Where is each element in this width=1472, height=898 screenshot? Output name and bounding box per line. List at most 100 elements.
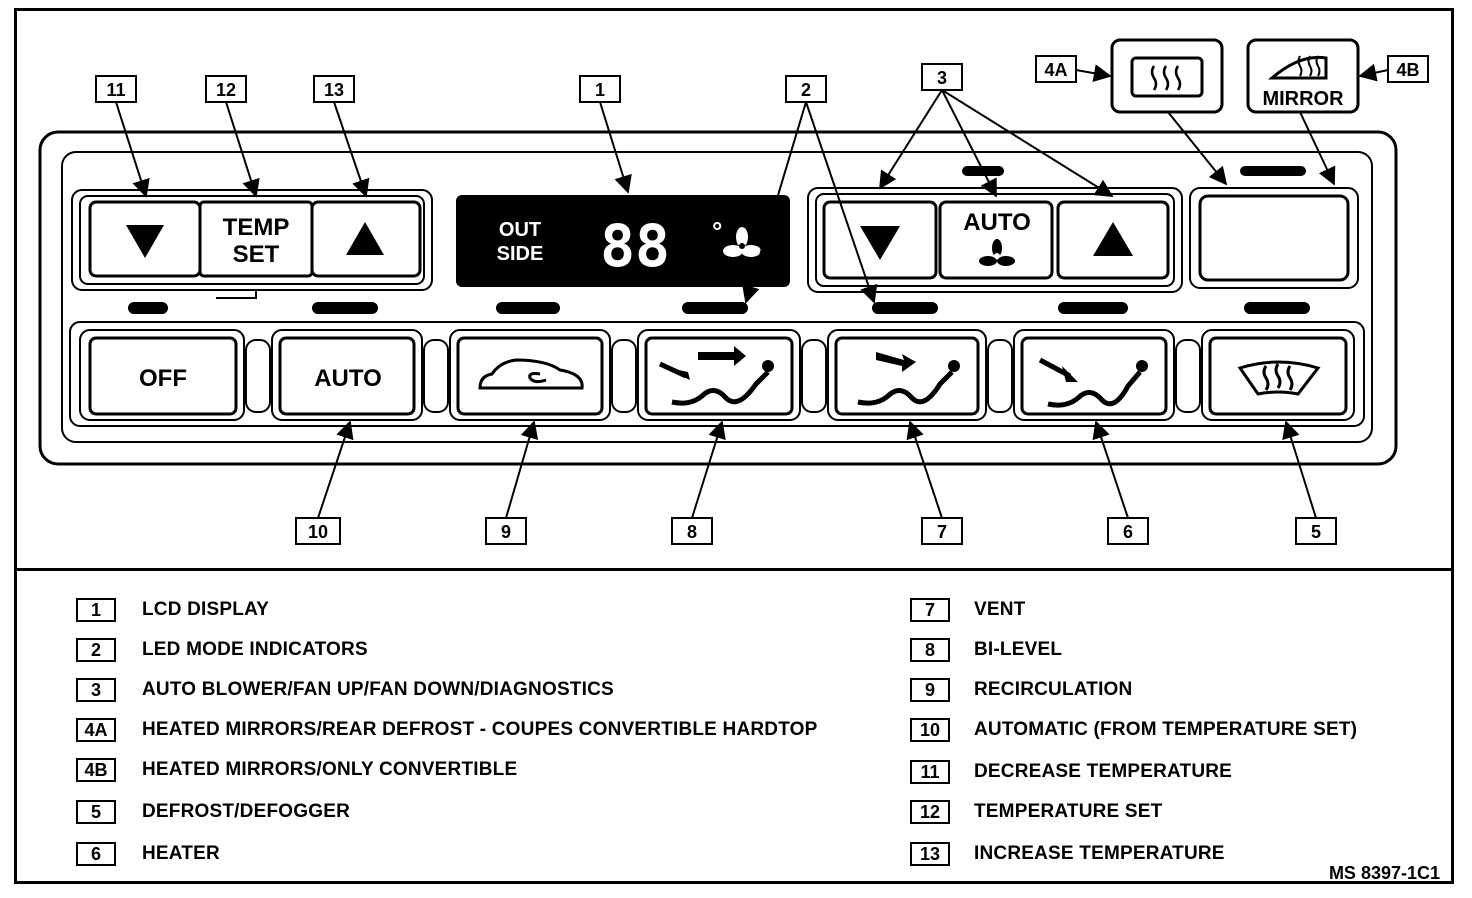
svg-text:2: 2	[801, 80, 811, 100]
panel-bezel-outer	[38, 130, 1398, 466]
defrost-button[interactable]	[1201, 329, 1355, 421]
svg-text:10: 10	[308, 522, 328, 542]
lcd-fan-icon	[723, 227, 761, 257]
legend-num: 4B	[76, 758, 116, 782]
legend-num: 1	[76, 598, 116, 622]
temp-set-button[interactable]: TEMP SET	[198, 200, 314, 278]
svg-text:12: 12	[216, 80, 236, 100]
lcd-degree: °	[712, 216, 722, 246]
mirror-label: MIRROR	[1262, 88, 1344, 110]
callout-11: 11	[95, 75, 137, 103]
off-button[interactable]: OFF	[79, 329, 245, 421]
svg-text:5: 5	[1311, 522, 1321, 542]
fan-icon	[979, 239, 1015, 266]
legend-num: 13	[910, 842, 950, 866]
lcd-digits: 88	[600, 212, 670, 280]
callout-7: 7	[921, 517, 963, 545]
svg-text:6: 6	[1123, 522, 1133, 542]
legend-text: HEATED MIRRORS/REAR DEFROST - COUPES CON…	[142, 719, 818, 740]
panel-bezel-inner	[61, 151, 1373, 443]
vent-airflow-icon	[857, 352, 960, 406]
fan-down-button[interactable]	[822, 200, 938, 280]
legend-num: 10	[910, 718, 950, 742]
legend-text: LCD DISPLAY	[142, 599, 270, 620]
legend-text: RECIRCULATION	[974, 679, 1133, 700]
svg-text:4A: 4A	[1044, 60, 1067, 80]
svg-text:1: 1	[595, 80, 605, 100]
decrease-temp-button[interactable]	[88, 200, 202, 278]
legend-text: INCREASE TEMPERATURE	[974, 843, 1225, 864]
mode-row-separators	[245, 339, 1201, 413]
temp-button-group: TEMP SET	[71, 189, 433, 291]
svg-text:13: 13	[324, 80, 344, 100]
callout-3: 3	[921, 63, 963, 91]
auto-button[interactable]: AUTO	[271, 329, 423, 421]
rear-defrost-option-button[interactable]	[1110, 38, 1224, 114]
svg-text:8: 8	[687, 522, 697, 542]
heated-mirror-button[interactable]	[1189, 187, 1359, 289]
svg-text:7: 7	[937, 522, 947, 542]
legend-num: 12	[910, 800, 950, 824]
triangle-down-icon	[126, 225, 164, 258]
legend-text: DECREASE TEMPERATURE	[974, 761, 1233, 782]
fan-button-group: AUTO	[807, 187, 1183, 293]
legend-text: HEATER	[142, 843, 220, 864]
svg-text:9: 9	[501, 522, 511, 542]
triangle-up-icon	[1093, 222, 1133, 256]
temp-set-line1: TEMP	[223, 214, 290, 241]
legend-divider	[14, 568, 1454, 571]
callout-4a: 4A	[1035, 55, 1077, 83]
legend-num: 8	[910, 638, 950, 662]
fan-auto-label: AUTO	[963, 209, 1031, 236]
mirror-option-button[interactable]: MIRROR	[1246, 38, 1360, 114]
lcd-out-label: OUT	[499, 219, 541, 241]
recirculation-car-icon	[478, 358, 584, 390]
bi-level-airflow-icon	[658, 346, 774, 406]
recirculation-button[interactable]	[449, 329, 611, 421]
off-label: OFF	[139, 365, 187, 392]
triangle-up-icon	[346, 222, 384, 255]
heater-airflow-icon	[1038, 357, 1148, 408]
vent-button[interactable]	[827, 329, 987, 421]
legend-text: AUTOMATIC (FROM TEMPERATURE SET)	[974, 719, 1358, 740]
increase-temp-button[interactable]	[310, 200, 422, 278]
callout-9: 9	[485, 517, 527, 545]
bi-level-button[interactable]	[637, 329, 801, 421]
callout-12: 12	[205, 75, 247, 103]
legend-text: HEATED MIRRORS/ONLY CONVERTIBLE	[142, 759, 518, 780]
legend-num: 7	[910, 598, 950, 622]
legend-num: 11	[910, 760, 950, 784]
legend-num: 2	[76, 638, 116, 662]
lcd-side-label: SIDE	[497, 243, 544, 265]
figure-id: MS 8397-1C1	[1328, 863, 1440, 883]
legend-num: 5	[76, 800, 116, 824]
callout-2: 2	[785, 75, 827, 103]
callout-13: 13	[313, 75, 355, 103]
svg-text:4B: 4B	[1396, 60, 1419, 80]
lcd-display: OUT SIDE 88 °	[456, 195, 790, 287]
callout-5: 5	[1295, 517, 1337, 545]
auto-label: AUTO	[314, 365, 382, 392]
legend-text: VENT	[974, 599, 1026, 620]
svg-text:3: 3	[937, 68, 947, 88]
fan-auto-button[interactable]: AUTO	[938, 200, 1054, 280]
callout-8: 8	[671, 517, 713, 545]
legend-text: BI-LEVEL	[974, 639, 1063, 660]
legend-num: 3	[76, 678, 116, 702]
callout-4b: 4B	[1387, 55, 1429, 83]
callout-1: 1	[579, 75, 621, 103]
leader-arrows	[115, 63, 1389, 519]
led-indicators	[128, 166, 1310, 314]
callout-6: 6	[1107, 517, 1149, 545]
fan-up-button[interactable]	[1056, 200, 1170, 280]
figure-frame	[14, 8, 1454, 884]
windshield-defrost-icon	[1237, 360, 1321, 396]
legend-num: 9	[910, 678, 950, 702]
heater-button[interactable]	[1013, 329, 1175, 421]
temp-set-bracket	[216, 290, 257, 299]
temp-set-line2: SET	[233, 241, 280, 268]
svg-text:11: 11	[106, 80, 125, 100]
mirror-icon	[1267, 55, 1328, 80]
callout-10: 10	[295, 517, 341, 545]
